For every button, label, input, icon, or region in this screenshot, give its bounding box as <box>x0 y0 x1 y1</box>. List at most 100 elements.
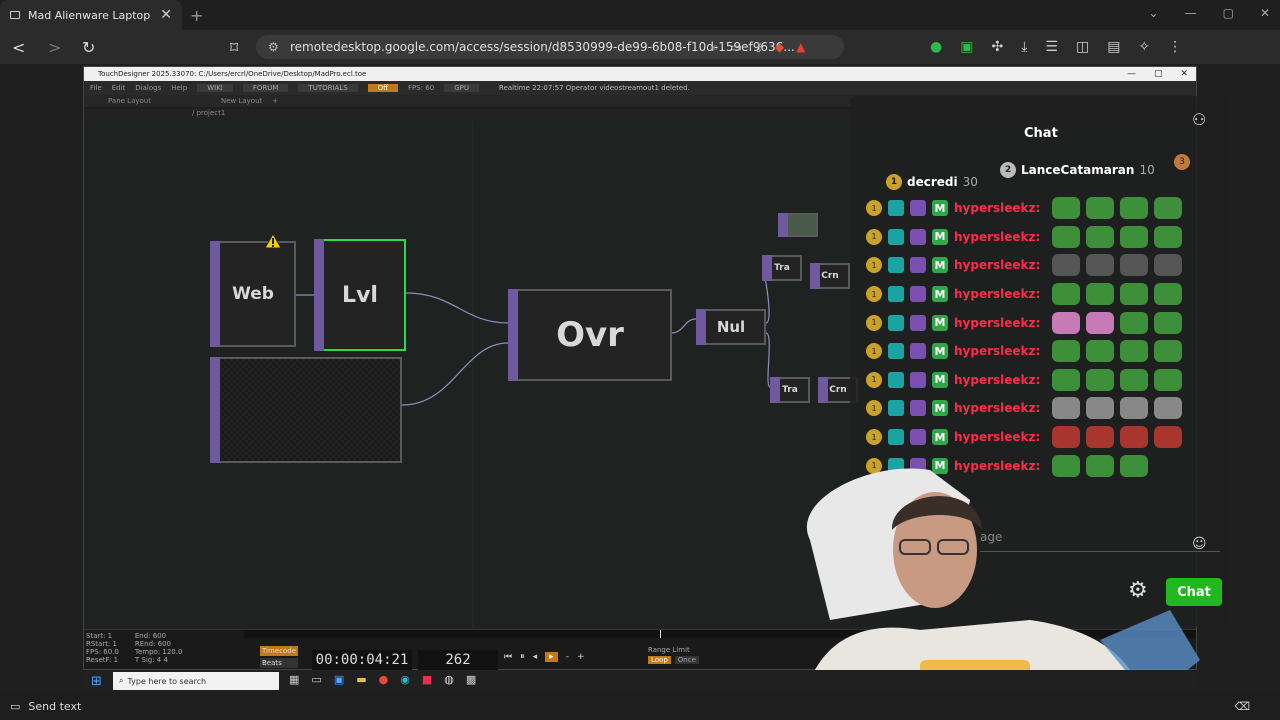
close-window-icon[interactable]: ✕ <box>1259 6 1270 20</box>
moderator-badge-icon: M <box>932 200 948 217</box>
key-icon[interactable]: ⚷ <box>754 40 763 54</box>
td-maximize-icon[interactable]: ▢ <box>1153 69 1163 79</box>
chat-username[interactable]: hypersleekz: <box>954 458 1041 473</box>
playhead[interactable] <box>660 630 661 638</box>
minimize-icon[interactable]: — <box>1184 6 1197 20</box>
timecode-field[interactable]: 00:00:04:21 <box>312 650 412 670</box>
td-menu-dialogs[interactable]: Dialogs <box>135 84 162 92</box>
folder-icon[interactable]: ▬ <box>356 673 367 686</box>
pause-icon[interactable]: ⏸ <box>520 652 525 662</box>
td-menu-file[interactable]: File <box>90 84 102 92</box>
chat-username[interactable]: hypersleekz: <box>954 401 1041 416</box>
chat-username[interactable]: hypersleekz: <box>954 315 1041 330</box>
td-menu-edit[interactable]: Edit <box>111 84 126 92</box>
video-out-node[interactable] <box>778 213 818 237</box>
td-wiki-button[interactable]: WIKI <box>197 84 233 92</box>
tra-node-1[interactable]: Tra <box>762 255 802 281</box>
loop-button[interactable]: Loop <box>648 656 671 664</box>
extension-green-icon[interactable]: ● <box>930 39 943 55</box>
crn-node-2-label: Crn <box>829 385 847 395</box>
td-close-icon[interactable]: ✕ <box>1180 69 1188 79</box>
cast-icon[interactable]: ▭ <box>730 40 743 54</box>
chat-username[interactable]: hypersleekz: <box>954 229 1041 244</box>
chat-users-icon[interactable]: ⚇ <box>1192 110 1207 129</box>
sidebar-icon[interactable]: ◫ <box>1075 39 1090 55</box>
download-icon[interactable]: ⤓ <box>1021 39 1028 55</box>
back-icon[interactable]: < <box>12 38 26 57</box>
clear-icon[interactable]: ⌫ <box>1234 699 1250 713</box>
increment-icon[interactable]: + <box>576 652 585 662</box>
tra-node-2[interactable]: Tra <box>770 377 810 403</box>
chat-username[interactable]: hypersleekz: <box>954 258 1041 273</box>
nul-node[interactable]: Nul <box>696 309 766 345</box>
chat-username[interactable]: hypersleekz: <box>954 430 1041 445</box>
app-red-icon[interactable]: ■ <box>421 673 433 686</box>
decrement-icon[interactable]: - <box>565 652 569 662</box>
timeline-ruler[interactable] <box>244 630 1196 638</box>
brave-rewards-icon[interactable]: ▲ <box>796 40 806 54</box>
send-text-icon[interactable]: ▭ <box>10 699 21 713</box>
taskbar-search-box[interactable]: ⌕ Type here to search <box>113 672 279 690</box>
once-button[interactable]: Once <box>674 656 699 664</box>
new-layout-button[interactable]: New Layout <box>220 97 263 105</box>
edge-icon[interactable]: ◉ <box>400 673 410 686</box>
site-info-icon[interactable]: ⚙ <box>268 40 279 54</box>
extensions-puzzle-icon[interactable]: ✣ <box>991 39 1004 55</box>
emote-icon <box>1052 454 1080 477</box>
chat-message-input[interactable]: age <box>980 522 1220 552</box>
ovr-node[interactable]: Ovr <box>508 289 672 381</box>
network-path-text[interactable]: / project1 <box>192 109 226 117</box>
web-node[interactable]: Web <box>210 241 296 347</box>
warning-icon[interactable] <box>264 233 282 249</box>
td-perform-toggle[interactable]: Off <box>367 84 399 92</box>
chrome-icon[interactable]: ● <box>378 673 389 686</box>
new-tab-icon[interactable]: + <box>190 6 204 25</box>
touchdesigner-icon[interactable]: ▩ <box>465 673 477 686</box>
tab-close-icon[interactable]: ✕ <box>160 7 172 23</box>
reading-list-icon[interactable]: ☰ <box>1045 39 1058 55</box>
chat-username[interactable]: hypersleekz: <box>954 201 1041 216</box>
td-gpu-button[interactable]: GPU <box>444 84 479 92</box>
zoom-icon[interactable]: ⌕ <box>712 40 719 54</box>
emoji-icon[interactable]: ☺ <box>1192 536 1207 552</box>
td-minimize-icon[interactable]: — <box>1126 69 1136 79</box>
bookmark-icon[interactable]: ⌑ <box>230 38 239 57</box>
frame-field[interactable]: 262 <box>418 650 498 670</box>
td-forum-button[interactable]: FORUM <box>242 84 289 92</box>
send-text-button[interactable]: Send text <box>28 699 82 713</box>
windows-start-icon[interactable]: ⊞ <box>91 674 102 689</box>
forward-icon[interactable]: > <box>48 38 62 57</box>
chat-username[interactable]: hypersleekz: <box>954 372 1041 387</box>
menu-icon[interactable]: ⋮ <box>1168 39 1183 55</box>
td-tutorials-button[interactable]: TUTORIALS <box>298 84 358 92</box>
tab-search-icon[interactable]: ⌄ <box>1148 6 1159 20</box>
chat-send-button[interactable]: Chat <box>1166 578 1222 606</box>
address-bar[interactable]: ⚙ remotedesktop.google.com/access/sessio… <box>256 35 844 59</box>
add-pane-icon[interactable]: + <box>272 97 279 105</box>
reload-icon[interactable]: ↻ <box>82 38 96 57</box>
constant-node[interactable] <box>210 357 402 463</box>
timecode-mode-button[interactable]: Timecode <box>260 646 299 656</box>
lvl-node[interactable]: Lvl <box>314 239 406 351</box>
brave-shield-icon[interactable]: ◆ <box>774 40 785 54</box>
browser-tab[interactable]: Mad Alienware Laptop ✕ <box>0 0 182 30</box>
pane-layout-label[interactable]: Pane Layout <box>108 97 151 105</box>
crn-node-1[interactable]: Crn <box>810 263 850 289</box>
app-icon[interactable]: ▭ <box>311 673 322 686</box>
chat-settings-gear-icon[interactable]: ⚙ <box>1128 578 1148 603</box>
wallet-icon[interactable]: ▤ <box>1107 39 1121 55</box>
maximize-icon[interactable]: ▢ <box>1222 6 1234 20</box>
td-menu-help[interactable]: Help <box>171 84 188 92</box>
step-back-icon[interactable]: ◂ <box>532 652 538 662</box>
to-start-icon[interactable]: ⏮ <box>504 652 513 662</box>
extension-grid-icon[interactable]: ▣ <box>960 39 974 55</box>
play-icon[interactable]: ▸ <box>545 652 558 662</box>
store-icon[interactable]: ▣ <box>333 673 345 686</box>
moderator-badge-icon: M <box>932 400 948 417</box>
leo-ai-icon[interactable]: ✧ <box>1138 39 1151 55</box>
chat-username[interactable]: hypersleekz: <box>954 287 1041 302</box>
obs-icon[interactable]: ◍ <box>444 673 454 686</box>
beats-mode-button[interactable]: Beats <box>260 658 299 668</box>
task-view-icon[interactable]: ▦ <box>289 673 300 686</box>
chat-username[interactable]: hypersleekz: <box>954 344 1041 359</box>
